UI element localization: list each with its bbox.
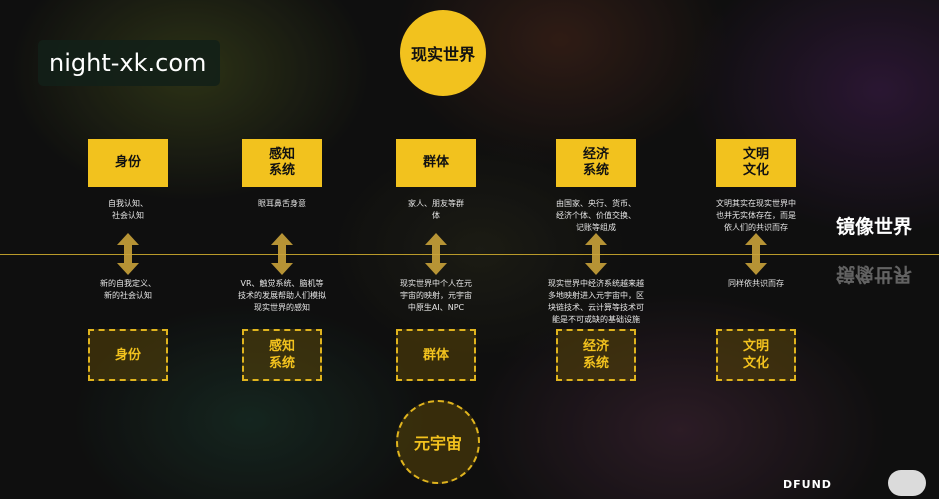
dimension-column: 文明 文化文明其实在现实世界中 也并无实体存在，而是 依人们的共识而存同样依共识… xyxy=(676,0,836,499)
double-arrow-icon xyxy=(271,233,293,275)
real-world-circle: 现实世界 xyxy=(400,10,486,96)
metaverse-description: 同样依共识而存 xyxy=(728,279,784,288)
real-dimension-box: 感知 系统 xyxy=(242,139,322,187)
real-description: 文明其实在现实世界中 也并无实体存在，而是 依人们的共识而存 xyxy=(716,199,796,232)
metaverse-dimension-box: 经济 系统 xyxy=(556,329,636,381)
double-arrow-icon xyxy=(425,233,447,275)
dimension-column: 群体家人、朋友等群 体现实世界中个人在元 宇宙的映射，元宇宙 中原生AI、NPC… xyxy=(356,0,516,499)
double-arrow-icon xyxy=(745,233,767,275)
mirror-line xyxy=(0,254,939,255)
watermark: night-xk.com xyxy=(38,40,220,86)
dimension-column: 经济 系统由国家、央行、货币、 经济个体、价值交换、 记账等组成现实世界中经济系… xyxy=(516,0,676,499)
metaverse-dimension-box: 身份 xyxy=(88,329,168,381)
metaverse-description: 现实世界中个人在元 宇宙的映射，元宇宙 中原生AI、NPC xyxy=(400,279,472,312)
metaverse-dimension-box: 文明 文化 xyxy=(716,329,796,381)
real-description: 由国家、央行、货币、 经济个体、价值交换、 记账等组成 xyxy=(556,199,636,232)
real-dimension-box: 经济 系统 xyxy=(556,139,636,187)
metaverse-description: 现实世界中经济系统越来越 多地映射进入元宇宙中，区 块链技术、云计算等技术可 能… xyxy=(548,279,644,324)
real-description: 家人、朋友等群 体 xyxy=(408,199,464,220)
real-dimension-box: 身份 xyxy=(88,139,168,187)
metaverse-circle: 元宇宙 xyxy=(396,400,480,484)
double-arrow-icon xyxy=(585,233,607,275)
real-description: 自我认知、 社会认知 xyxy=(108,199,148,220)
metaverse-description: 新的自我定义、 新的社会认知 xyxy=(100,279,156,300)
dimension-column: 身份自我认知、 社会认知新的自我定义、 新的社会认知身份 xyxy=(48,0,208,499)
metaverse-dimension-box: 感知 系统 xyxy=(242,329,322,381)
brand-label: DFUND xyxy=(783,478,832,491)
metaverse-dimension-box: 群体 xyxy=(396,329,476,381)
mirror-world-reflection: 镜像世界 xyxy=(836,263,913,285)
metaverse-description: VR、触觉系统、脑机等 技术的发展帮助人们模拟 现实世界的感知 xyxy=(238,279,326,312)
real-description: 眼耳鼻舌身意 xyxy=(258,199,306,208)
logo-badge xyxy=(888,470,926,496)
real-dimension-box: 群体 xyxy=(396,139,476,187)
double-arrow-icon xyxy=(117,233,139,275)
real-dimension-box: 文明 文化 xyxy=(716,139,796,187)
mirror-world-label: 镜像世界 xyxy=(836,216,913,238)
